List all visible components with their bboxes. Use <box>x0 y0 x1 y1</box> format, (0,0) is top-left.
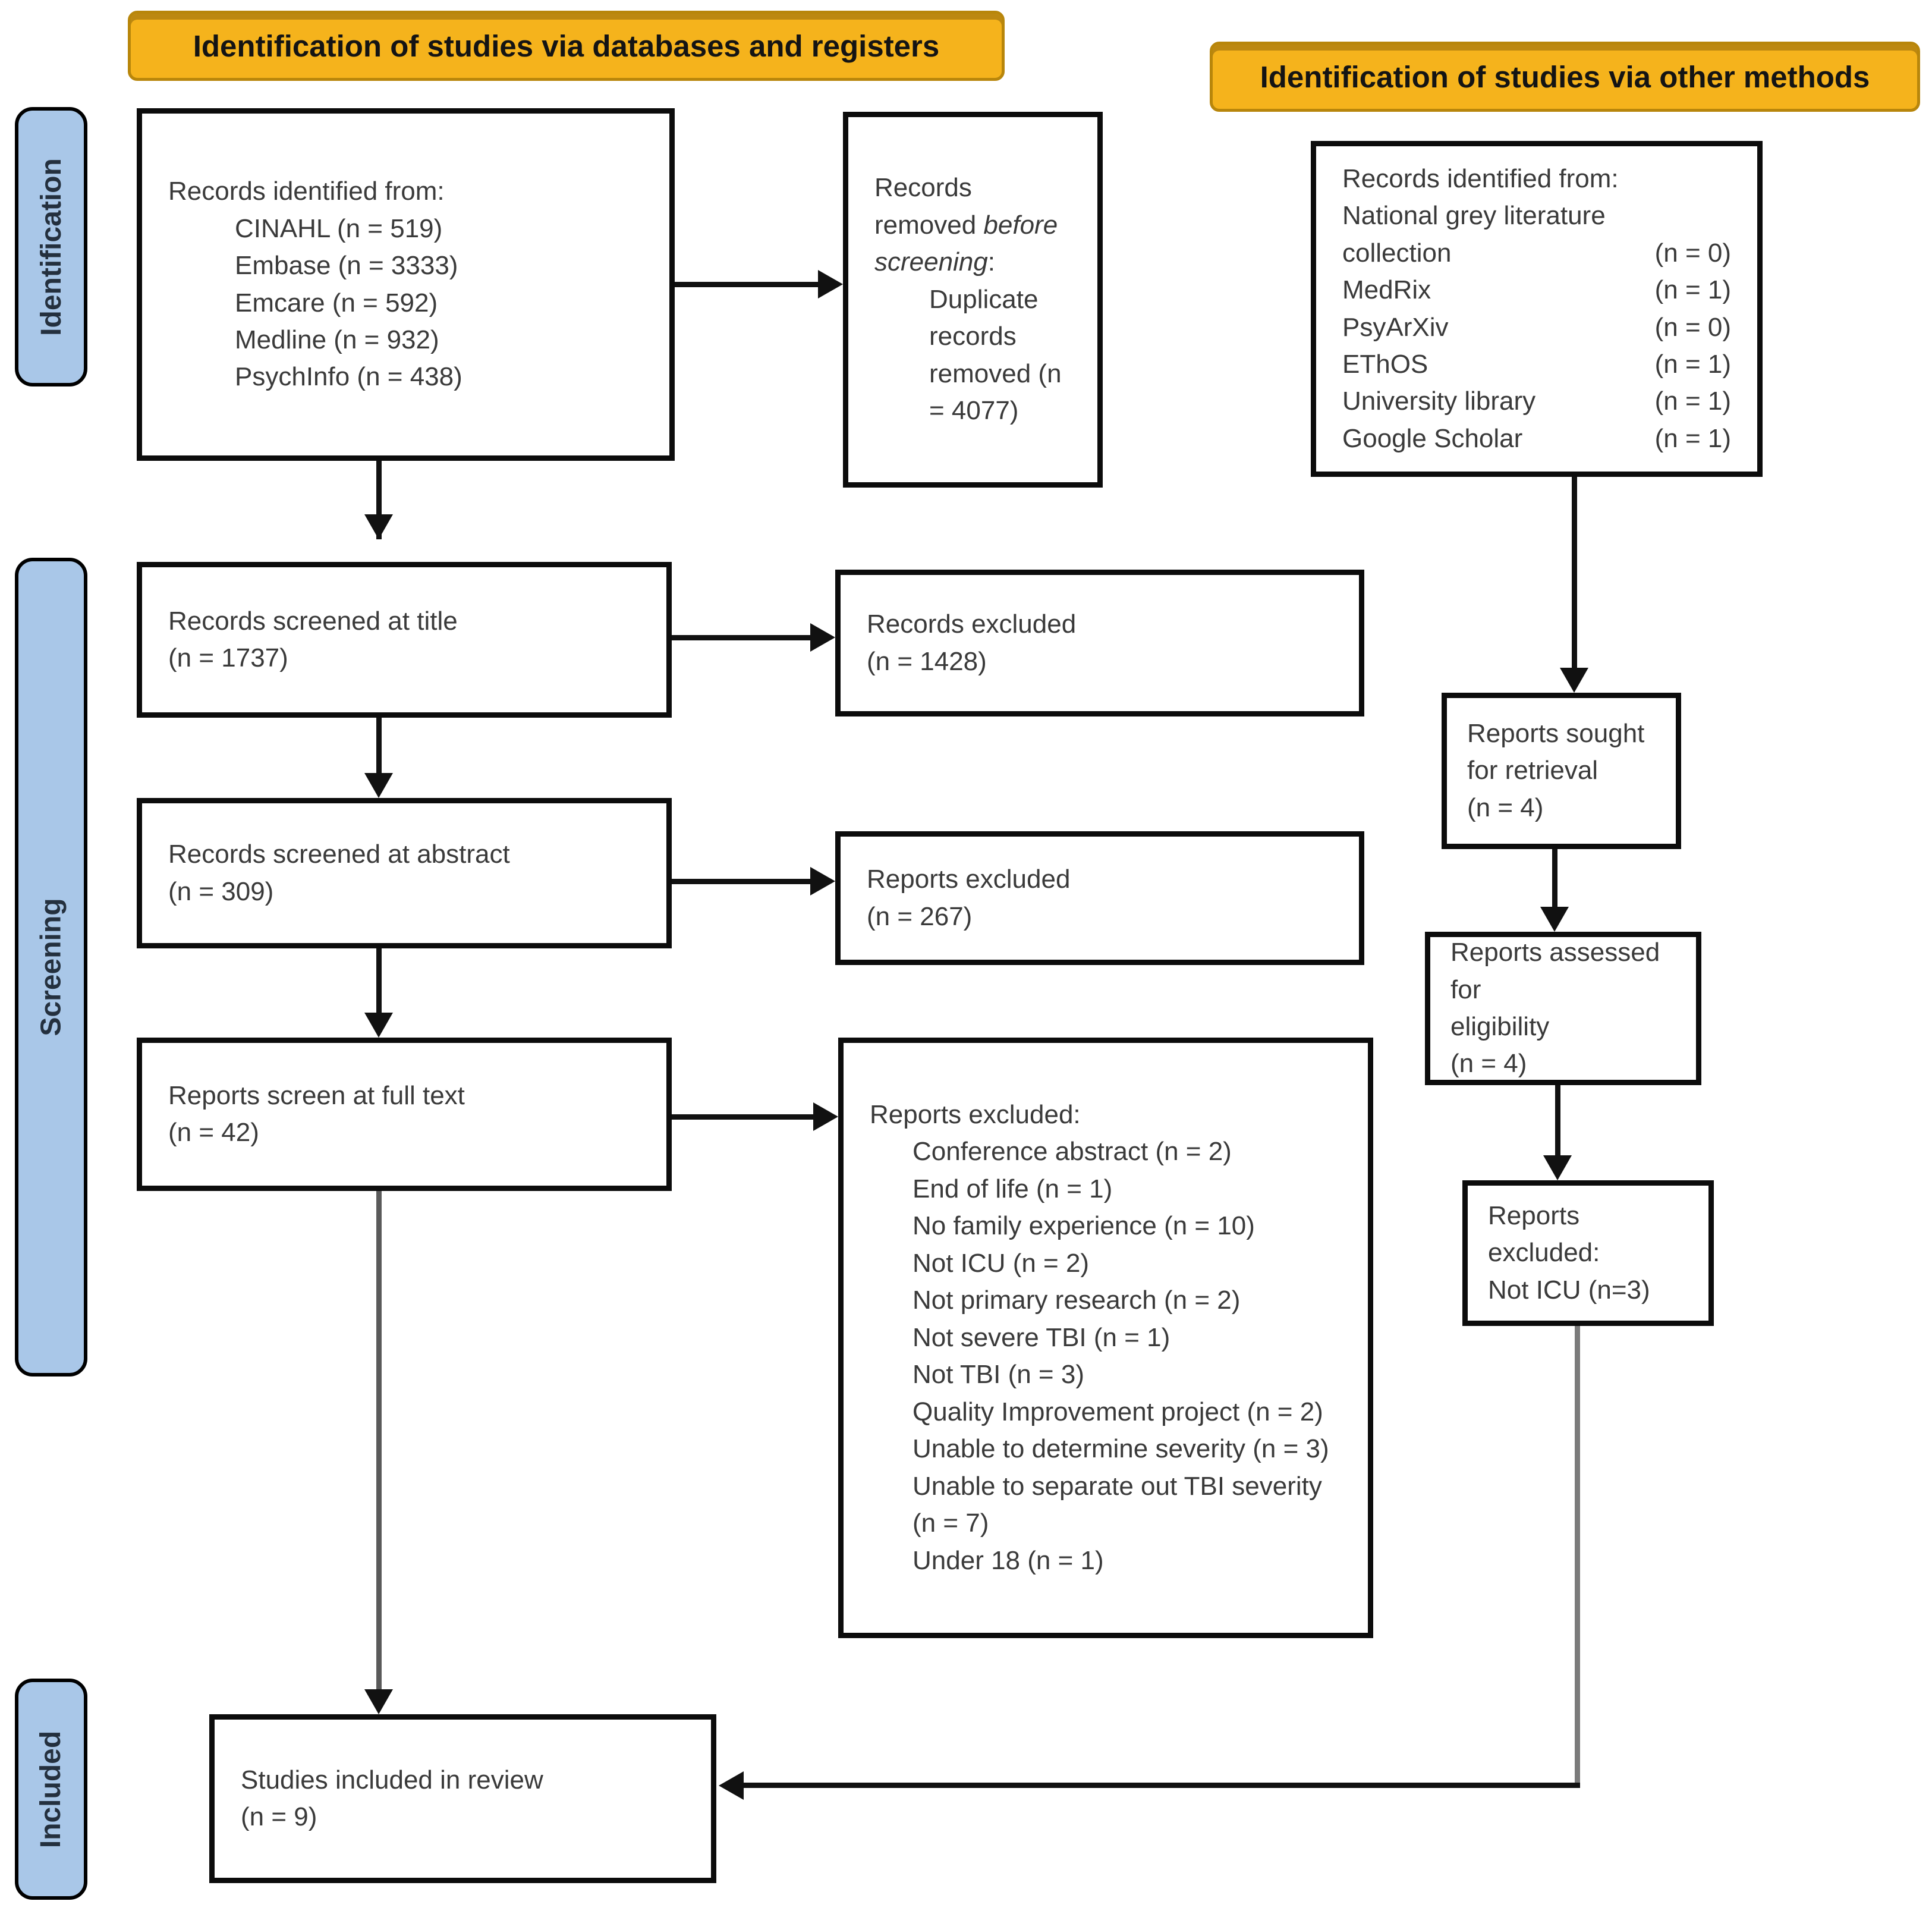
exclusion-reason-list: Conference abstract (n = 2) End of life (… <box>870 1133 1342 1579</box>
box-reports-excluded-not-icu: Reports excluded: Not ICU (n=3) <box>1462 1180 1714 1326</box>
stage-bar-screening: Screening <box>15 558 87 1377</box>
list-item: End of life (n = 1) <box>912 1174 1113 1203</box>
arrow-fulltext-to-excluded <box>672 1114 816 1120</box>
arrow-abstract-to-fulltext <box>376 948 382 1015</box>
arrowhead-down-icon <box>1540 907 1569 932</box>
box-count: (n = 1428) <box>867 646 987 676</box>
box-count: (n = 1737) <box>168 643 288 672</box>
box-line: Records screened at abstract <box>168 840 510 869</box>
box-title: Records removed before screening: <box>874 173 1058 277</box>
arrow-fulltext-to-included <box>376 1191 382 1692</box>
list-item: Not primary research (n = 2) <box>912 1286 1241 1315</box>
box-studies-included-in-review: Studies included in review (n = 9) <box>209 1714 716 1883</box>
arrowhead-right-icon <box>810 867 835 895</box>
stage-bar-included: Included <box>15 1679 87 1900</box>
list-item: Under 18 (n = 1) <box>912 1545 1104 1575</box>
banner-other-methods-label: Identification of studies via other meth… <box>1260 59 1870 94</box>
box-count: (n = 4) <box>1467 793 1544 822</box>
box-reports-assessed-for-eligibility: Reports assessed for eligibility (n = 4) <box>1425 932 1701 1085</box>
box-title: Records identified from: <box>1342 164 1619 193</box>
box-line: Reports sought <box>1467 718 1645 748</box>
list-item: Not ICU (n = 2) <box>912 1248 1090 1278</box>
arrowhead-down-icon <box>364 514 393 539</box>
box-line: Studies included in review <box>241 1765 543 1795</box>
box-records-excluded-title: Records excluded (n = 1428) <box>835 570 1364 716</box>
box-count: (n = 4) <box>1450 1049 1527 1079</box>
box-line: Reports excluded: <box>1488 1201 1600 1268</box>
stage-bar-identification: Identification <box>15 107 87 386</box>
banner-databases-label: Identification of studies via databases … <box>193 29 940 63</box>
arrowhead-right-icon <box>818 270 843 298</box>
list-item: Google Scholar(n = 1) <box>1342 423 1731 453</box>
box-title: Reports excluded: <box>870 1099 1081 1129</box>
database-list: CINAHL (n = 519) Embase (n = 3333) Emcare … <box>168 210 643 396</box>
arrow-screened-title-to-excluded <box>672 635 813 640</box>
arrow-sought-to-assessed <box>1552 849 1557 909</box>
list-item: Unable to determine severity (n = 3) <box>912 1434 1329 1464</box>
arrow-db-to-screened-title <box>376 461 382 539</box>
banner-identification-databases: Identification of studies via databases … <box>128 11 1005 81</box>
box-records-removed-before-screening: Records removed before screening: Duplic… <box>843 112 1103 488</box>
list-item: Quality Improvement project (n = 2) <box>912 1397 1323 1426</box>
arrow-not-icu-to-included <box>742 1783 1580 1788</box>
arrowhead-down-icon <box>1560 668 1588 693</box>
box-line: Records excluded <box>867 609 1077 639</box>
list-item: EThOS(n = 1) <box>1342 349 1731 379</box>
stage-screening-label: Screening <box>35 898 67 1036</box>
list-item: Unable to separate out TBI severity (n =… <box>912 1471 1322 1538</box>
list-item: PsychInfo (n = 438) <box>235 362 462 392</box>
removed-list: Duplicate records removed (n = 4077) <box>874 281 1071 430</box>
box-count: (n = 9) <box>241 1802 317 1831</box>
box-records-screened-at-abstract: Records screened at abstract (n = 309) <box>137 798 672 948</box>
arrow-assessed-to-not-icu <box>1555 1085 1560 1158</box>
box-count: (n = 267) <box>867 901 973 931</box>
box-reports-excluded-full-text-reasons: Reports excluded: Conference abstract (n… <box>838 1038 1373 1638</box>
arrowhead-right-icon <box>813 1102 838 1131</box>
box-line: Reports screen at full text <box>168 1080 465 1110</box>
arrowhead-down-icon <box>364 773 393 798</box>
list-item: MedRix(n = 1) <box>1342 275 1731 305</box>
box-count: (n = 309) <box>168 876 274 906</box>
list-item: Emcare (n = 592) <box>235 288 438 318</box>
arrow-db-to-removed <box>675 282 820 287</box>
stage-identification-label: Identification <box>35 158 67 336</box>
box-records-identified-other-methods: Records identified from: National grey l… <box>1311 141 1763 477</box>
arrow-title-to-abstract <box>376 718 382 775</box>
arrowhead-left-icon <box>719 1771 744 1800</box>
list-item: University library(n = 1) <box>1342 386 1731 416</box>
box-count: (n = 42) <box>168 1118 259 1147</box>
box-records-screened-at-title: Records screened at title (n = 1737) <box>137 562 672 718</box>
box-reports-excluded-abstract: Reports excluded (n = 267) <box>835 831 1364 965</box>
arrow-not-icu-elbow-vertical <box>1575 1326 1580 1785</box>
list-item: No family experience (n = 10) <box>912 1211 1255 1241</box>
arrowhead-down-icon <box>364 1689 393 1714</box>
arrowhead-right-icon <box>810 623 835 652</box>
other-sources-list: National grey literature collection(n = … <box>1342 197 1731 457</box>
list-item: Embase (n = 3333) <box>235 251 458 281</box>
box-line: Reports excluded <box>867 865 1071 894</box>
box-line: eligibility <box>1450 1012 1550 1041</box>
box-reports-screen-full-text: Reports screen at full text (n = 42) <box>137 1038 672 1191</box>
box-line: for retrieval <box>1467 756 1599 785</box>
arrowhead-down-icon <box>1543 1155 1572 1180</box>
list-item: Duplicate records removed (n = 4077) <box>929 284 1062 426</box>
box-records-identified-databases: Records identified from: CINAHL (n = 519… <box>137 108 675 461</box>
list-item: Not severe TBI (n = 1) <box>912 1322 1170 1352</box>
list-item: CINAHL (n = 519) <box>235 213 443 243</box>
box-line: Records screened at title <box>168 606 458 636</box>
arrowhead-down-icon <box>364 1013 393 1038</box>
banner-identification-other-methods: Identification of studies via other meth… <box>1210 42 1920 112</box>
list-item: Conference abstract (n = 2) <box>912 1137 1232 1167</box>
box-line: Reports assessed for <box>1450 938 1660 1004</box>
list-item: National grey literature collection(n = … <box>1342 201 1731 268</box>
stage-included-label: Included <box>35 1730 67 1848</box>
list-item: Not TBI (n = 3) <box>912 1360 1084 1390</box>
list-item: Medline (n = 932) <box>235 325 439 354</box>
arrow-abstract-to-excluded <box>672 879 813 884</box>
box-title: Records identified from: <box>168 177 445 206</box>
arrow-other-records-to-sought <box>1572 477 1577 670</box>
box-reports-sought-for-retrieval: Reports sought for retrieval (n = 4) <box>1442 693 1681 849</box>
list-item: PsyArXiv(n = 0) <box>1342 312 1731 342</box>
box-line: Not ICU (n=3) <box>1488 1275 1650 1305</box>
